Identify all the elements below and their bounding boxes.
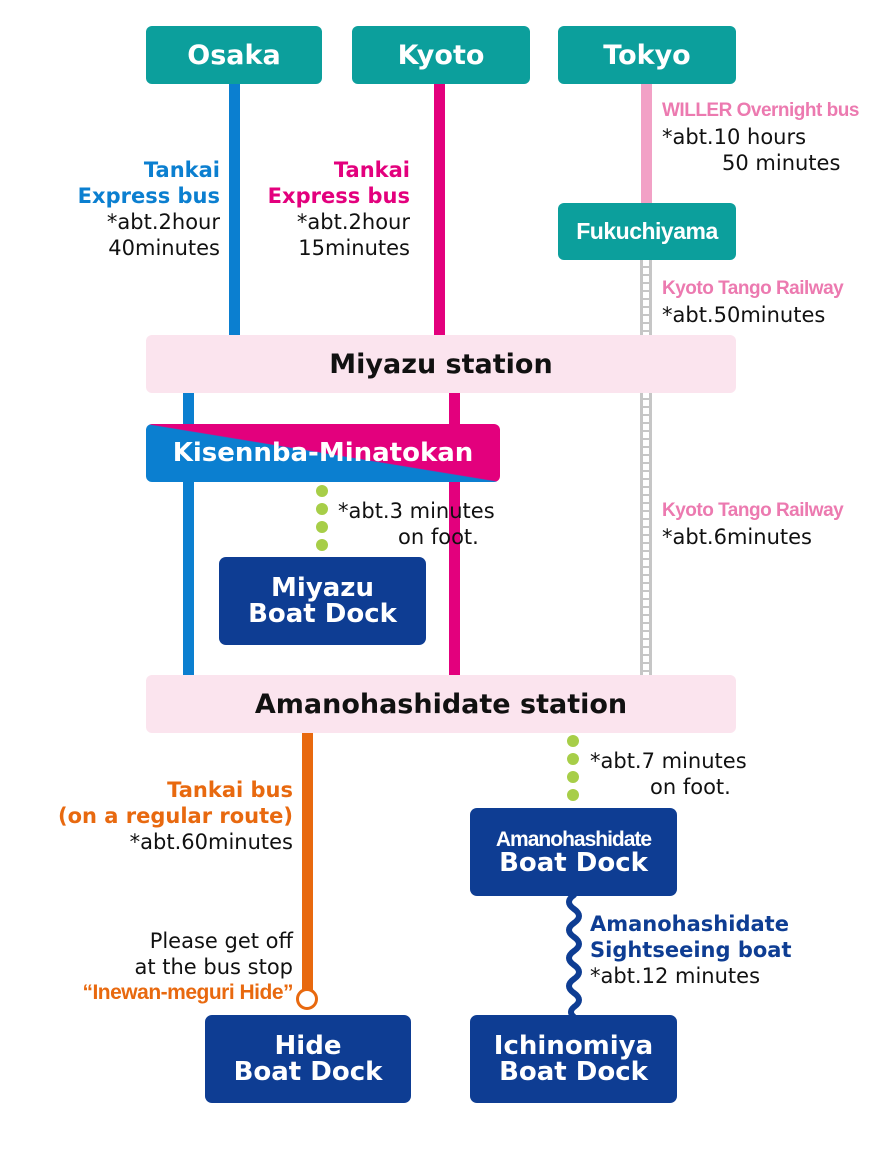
walk-label-2: *abt.7 minutes on foot. [590, 748, 790, 800]
origin-tokyo: Tokyo [558, 26, 736, 84]
origin-tokyo-label: Tokyo [603, 39, 691, 71]
origin-osaka-label: Osaka [187, 39, 281, 71]
origin-osaka: Osaka [146, 26, 322, 84]
bus-stop-line-2: at the bus stop [134, 955, 293, 979]
miyazu-station-label: Miyazu station [329, 348, 553, 380]
walk-dot [567, 789, 579, 801]
amanohashidate-dock-line-1: Amanohashidate [495, 827, 652, 851]
walk-dot [316, 485, 328, 497]
walk-dot [316, 539, 328, 551]
origin-kyoto-label: Kyoto [397, 39, 485, 71]
tokyo-route-name: WILLER Overnight bus [662, 100, 859, 121]
amanohashidate-station-bar: Amanohashidate station [146, 675, 736, 733]
kyoto-bus-line-upper [434, 82, 445, 336]
tankai-bus-label: Tankai bus (on a regular route) *abt.60m… [20, 777, 293, 855]
willer-bus-line [641, 82, 652, 204]
amanohashidate-dock-line-2: Boat Dock [499, 847, 648, 878]
osaka-route-time-1: *abt.2hour [106, 210, 220, 234]
tankai-bus-route: (on a regular route) [58, 804, 293, 828]
walk-time-1: *abt.3 minutes [338, 499, 495, 523]
amanohashidate-station-label: Amanohashidate station [254, 688, 628, 720]
miyazu-dock-line-2: Boat Dock [248, 599, 397, 629]
kisennba-box: Kisennba-Minatokan [146, 424, 500, 482]
hide-dock-line-2: Boat Dock [233, 1057, 383, 1087]
fukuchiyama-box: Fukuchiyama [558, 203, 736, 260]
walk-dot [567, 771, 579, 783]
osaka-route-name-1: Tankai [143, 158, 220, 182]
ichinomiya-dock-line-2: Boat Dock [499, 1057, 648, 1087]
osaka-route-name-2: Express bus [77, 184, 220, 208]
walk-dot [567, 735, 579, 747]
ichinomiya-boat-dock: Ichinomiya Boat Dock [470, 1015, 677, 1103]
railway-name-1: Kyoto Tango Railway [662, 278, 844, 299]
walk-label-1: *abt.3 minutes on foot. [338, 498, 528, 550]
tokyo-route-label: WILLER Overnight bus *abt.10 hours 50 mi… [662, 98, 877, 176]
bus-stop-label: Please get off at the bus stop “Inewan-m… [20, 928, 293, 1006]
boat-label: Amanohashidate Sightseeing boat *abt.12 … [590, 911, 820, 989]
origin-kyoto: Kyoto [352, 26, 530, 84]
kyoto-route-time-2: 15minutes [298, 236, 410, 260]
amanohashidate-boat-dock: Amanohashidate Boat Dock [470, 808, 677, 896]
railway-name-2: Kyoto Tango Railway [662, 500, 844, 521]
kyoto-route-label: Tankai Express bus *abt.2hour 15minutes [230, 157, 410, 261]
kyoto-bus-line-lower [449, 392, 460, 676]
tankai-bus-name: Tankai bus [167, 778, 293, 802]
bus-stop-line-1: Please get off [149, 929, 293, 953]
miyazu-station-bar: Miyazu station [146, 335, 736, 393]
tokyo-route-time-2: 50 minutes [722, 151, 841, 175]
railway-label-1: Kyoto Tango Railway *abt.50minutes [662, 276, 877, 328]
boat-route-wave [566, 895, 582, 1017]
tankai-bus-time: *abt.60minutes [129, 830, 293, 854]
fukuchiyama-label: Fukuchiyama [576, 218, 718, 244]
boat-time: *abt.12 minutes [590, 964, 761, 988]
tokyo-route-time-1: *abt.10 hours [662, 125, 807, 149]
walk-dot [567, 753, 579, 765]
walk-time-2: *abt.7 minutes [590, 749, 747, 773]
kyoto-route-time-1: *abt.2hour [296, 210, 410, 234]
osaka-route-time-2: 40minutes [108, 236, 220, 260]
railway-track-upper [640, 260, 652, 336]
kyoto-route-name-2: Express bus [267, 184, 410, 208]
railway-track-lower [640, 392, 652, 676]
bus-stop-name: “Inewan-meguri Hide” [82, 981, 293, 1004]
osaka-bus-line-upper [229, 82, 240, 336]
tankai-local-bus-line [302, 732, 313, 990]
railway-time-1: *abt.50minutes [662, 303, 826, 327]
bus-stop-circle [296, 988, 318, 1010]
walk-dot [316, 503, 328, 515]
railway-label-2: Kyoto Tango Railway *abt.6minutes [662, 498, 877, 550]
miyazu-dock-line-1: Miyazu [271, 573, 374, 603]
boat-name-1: Amanohashidate [590, 912, 789, 936]
walk-note-1: on foot. [398, 525, 479, 549]
miyazu-boat-dock: Miyazu Boat Dock [219, 557, 426, 645]
osaka-bus-line-lower [183, 392, 194, 676]
walk-dot [316, 521, 328, 533]
boat-name-2: Sightseeing boat [590, 938, 792, 962]
kyoto-route-name-1: Tankai [333, 158, 410, 182]
railway-time-2: *abt.6minutes [662, 525, 812, 549]
hide-boat-dock: Hide Boat Dock [205, 1015, 411, 1103]
kisennba-label: Kisennba-Minatokan [172, 438, 474, 468]
ichinomiya-dock-line-1: Ichinomiya [493, 1031, 654, 1061]
osaka-route-label: Tankai Express bus *abt.2hour 40minutes [40, 157, 220, 261]
walk-note-2: on foot. [650, 775, 731, 799]
hide-dock-line-1: Hide [274, 1031, 342, 1061]
